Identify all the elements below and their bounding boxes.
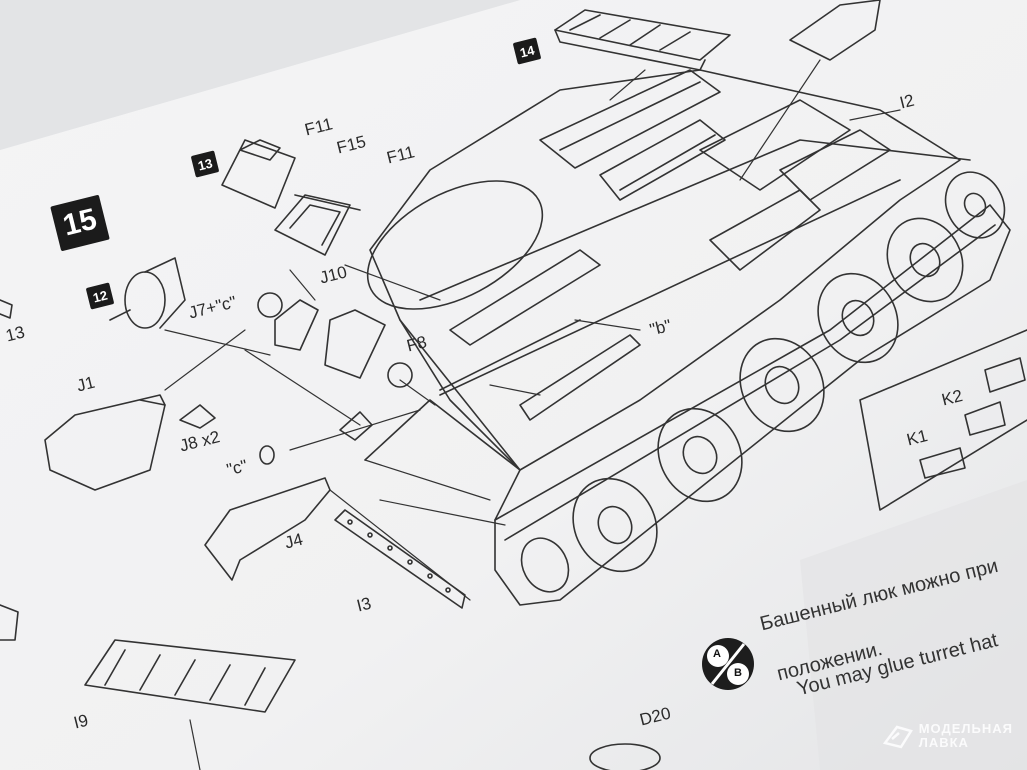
label-f8: F8 xyxy=(404,332,429,356)
part-edge-13 xyxy=(0,299,13,319)
part-hatch-13 xyxy=(221,139,361,256)
track-assembly xyxy=(494,171,1011,606)
part-bar-i3 xyxy=(334,509,466,609)
logo-icon xyxy=(882,725,913,749)
ab-swap-icon xyxy=(702,638,754,690)
part-headlight-12 xyxy=(109,257,413,388)
part-edge-left xyxy=(0,604,19,641)
label-k1: K1 xyxy=(904,425,930,450)
watermark-text: МОДЕЛЬНАЯ ЛАВКА xyxy=(919,722,1013,750)
label-k2: K2 xyxy=(939,385,965,410)
label-b: "b" xyxy=(647,315,674,340)
part-grille-14 xyxy=(554,9,731,71)
road-wheels xyxy=(520,171,1006,593)
watermark-line1: МОДЕЛЬНАЯ xyxy=(918,721,1013,736)
watermark-logo: МОДЕЛЬНАЯ ЛАВКА xyxy=(882,722,1013,750)
part-d20 xyxy=(589,743,661,770)
part-barrel-sleeve xyxy=(789,0,881,61)
part-fender-j4 xyxy=(204,477,331,581)
watermark-line2: ЛАВКА xyxy=(918,735,969,750)
label-13-edge: 13 xyxy=(3,322,27,346)
option-a-letter: A xyxy=(713,648,721,660)
part-fender-j1 xyxy=(44,394,166,491)
tank-hull xyxy=(364,69,971,521)
part-c-ring xyxy=(259,445,275,465)
assembly-arrows xyxy=(164,59,901,770)
label-j4: J4 xyxy=(282,529,305,553)
label-c: "c" xyxy=(224,456,250,480)
part-track-links-k xyxy=(859,329,1027,511)
label-j1: J1 xyxy=(74,372,97,396)
part-grille-i9 xyxy=(84,639,296,713)
option-b-letter: B xyxy=(734,667,742,679)
